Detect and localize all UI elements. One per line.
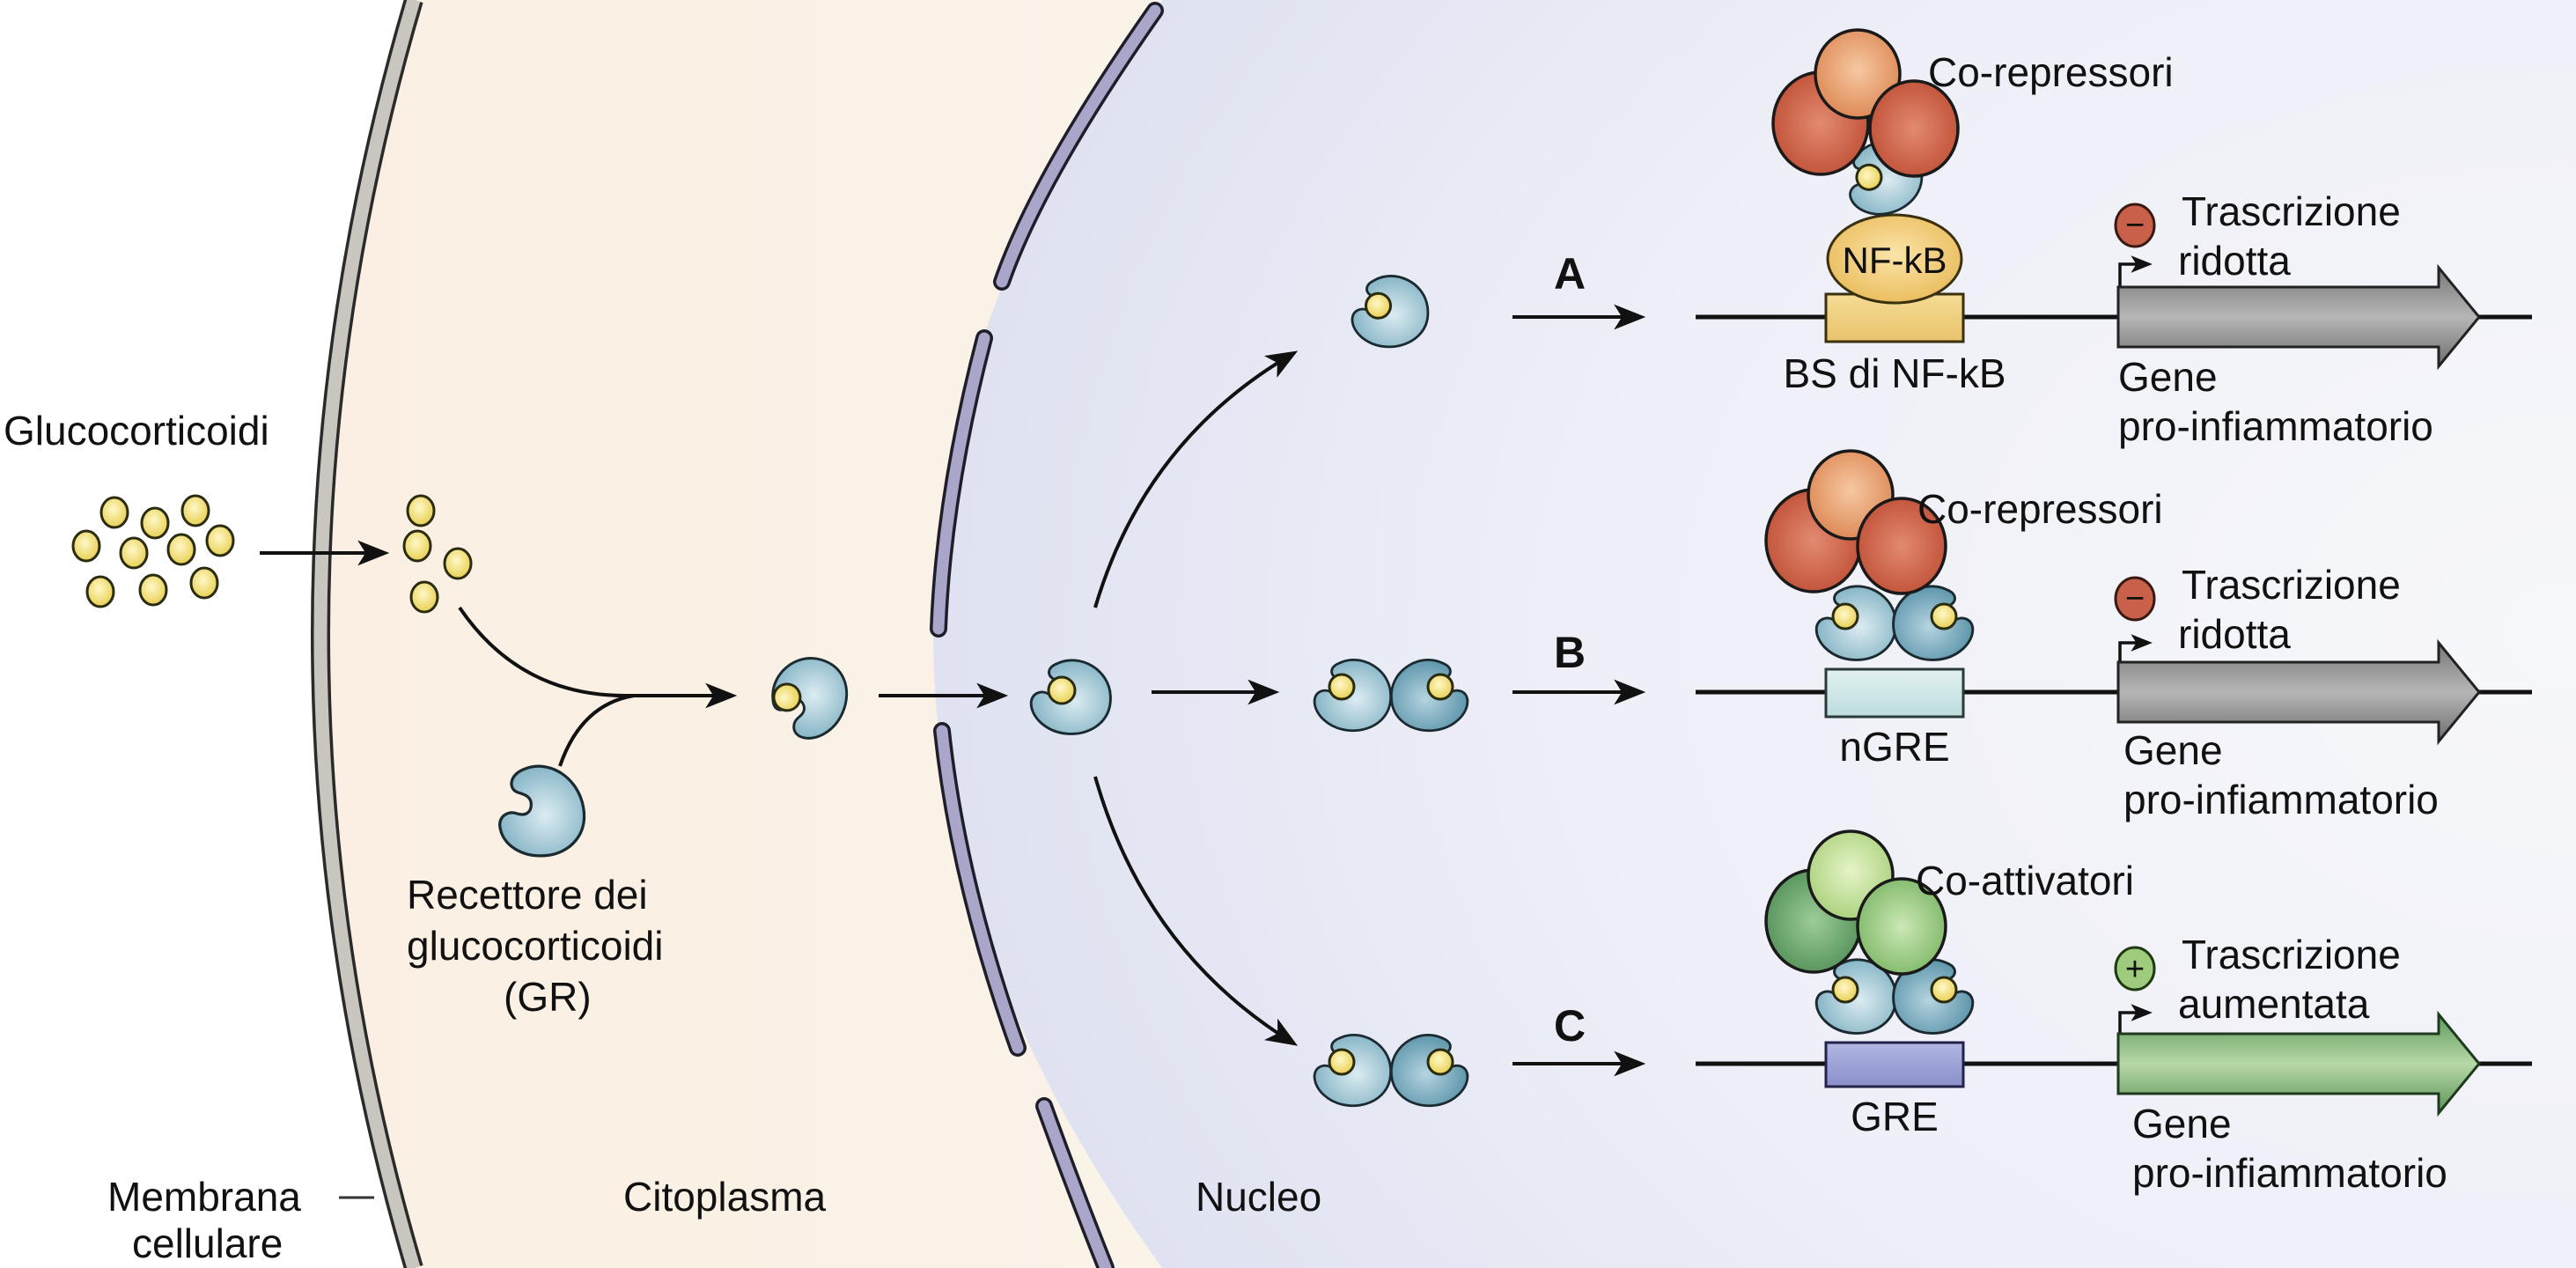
gene-promoter-arrow — [2118, 1004, 2153, 1041]
pro-inflammatory-gene — [2116, 263, 2481, 371]
gr-bound-to-nfkb — [1832, 128, 1934, 228]
gene-promoter-arrow — [2118, 634, 2153, 669]
gr-dimer-on-gre — [1814, 958, 1975, 1035]
glucocorticoid-molecule — [402, 529, 432, 563]
pro-inflammatory-gene — [2116, 638, 2481, 746]
membrane-label-line2: cellulare — [132, 1220, 283, 1266]
minus-badge: − — [2114, 576, 2156, 622]
branch-arrow-c — [1093, 776, 1299, 1046]
binding-site-label: BS di NF-kB — [1783, 350, 2006, 396]
corepressor-complex — [1771, 28, 1960, 178]
gr-dimer-on-ngre — [1814, 585, 1975, 661]
corepressor-subunit — [1856, 497, 1947, 595]
nuclear-envelope — [930, 2, 1164, 1268]
transcription-effect-label-line2: aumentata — [2178, 981, 2370, 1027]
gene-label: Gene — [2118, 354, 2218, 400]
corepressor-subunit — [1814, 28, 1902, 120]
pathway-c-dimer — [1313, 1033, 1469, 1108]
nucleus-label: Nucleo — [1196, 1174, 1321, 1220]
binding-site-label: nGRE — [1839, 724, 1949, 770]
cytoplasm-label: Citoplasma — [623, 1174, 827, 1220]
corepressor-subunit — [1868, 79, 1960, 178]
ligand-to-binding-curve — [458, 606, 626, 697]
glucocorticoid-molecule — [85, 575, 115, 608]
glucocorticoid-molecule — [409, 580, 439, 614]
transcription-effect-label: Trascrizione — [2182, 932, 2401, 977]
glucocorticoid-molecule — [119, 536, 149, 570]
plus-icon: + — [2125, 951, 2145, 988]
glucocorticoid-molecule — [180, 494, 210, 527]
gr-ligand-complex-cytoplasm — [759, 645, 859, 749]
gene-label-line2: pro-infiammatorio — [2118, 403, 2433, 449]
branch-arrow-a — [1093, 350, 1299, 608]
nfkb-protein — [1826, 213, 1963, 305]
receptor-label-line3: (GR) — [504, 974, 592, 1020]
glucocorticoid-molecule — [443, 547, 473, 580]
receptor-label-line2: glucocorticoidi — [407, 923, 663, 969]
pathway-a-label: A — [1554, 249, 1586, 299]
extracellular-glucocorticoids — [71, 494, 235, 608]
pathway-a-panel: NF-kB Co-repressori − Trascrizione ridot… — [1696, 28, 2532, 449]
transcription-effect-label: Trascrizione — [2182, 188, 2401, 234]
coactivators-label: Co-attivatori — [1916, 858, 2134, 903]
gene-promoter-arrow — [2118, 255, 2153, 294]
gr-ligand-complex-nucleus — [1029, 659, 1112, 735]
glucocorticoid-molecule — [99, 496, 129, 529]
corepressors-label: Co-repressori — [1917, 486, 2163, 532]
glucocorticoid-molecule — [205, 524, 235, 557]
binding-site-label: GRE — [1851, 1094, 1939, 1139]
glucocorticoid-molecule — [166, 533, 196, 566]
gene-label-line2: pro-infiammatorio — [2132, 1150, 2447, 1196]
glucocorticoids-label: Glucocorticoidi — [4, 408, 269, 453]
pro-inflammatory-gene-activated — [2116, 1010, 2481, 1117]
glucocorticoid-molecule — [140, 506, 170, 540]
gene-label: Gene — [2123, 727, 2223, 773]
gre-binding-site — [1824, 1041, 1965, 1088]
pathway-b-label: B — [1554, 628, 1586, 677]
ngre-binding-site — [1824, 667, 1965, 719]
glucocorticoid-molecule — [406, 494, 436, 527]
cell-membrane — [311, 0, 423, 1268]
receptor-label: Recettore dei — [407, 872, 648, 918]
coactivator-complex — [1764, 829, 1947, 976]
transcription-effect-label-line2: ridotta — [2178, 238, 2291, 284]
pathway-a-monomer — [1347, 271, 1432, 351]
gene-label: Gene — [2132, 1101, 2232, 1146]
corepressors-label: Co-repressori — [1928, 49, 2174, 95]
receptor-to-binding-curve — [558, 694, 635, 767]
glucocorticoid-molecule — [189, 566, 219, 600]
membrane-label: Membrana — [107, 1174, 301, 1220]
plus-badge: + — [2114, 946, 2156, 992]
corepressor-complex — [1764, 449, 1947, 595]
minus-icon: − — [2125, 207, 2145, 244]
coactivator-subunit — [1856, 877, 1947, 976]
nfkb-label: NF-kB — [1843, 240, 1947, 281]
pathway-b-panel: Co-repressori − Trascrizione ridotta nGR… — [1696, 449, 2532, 822]
transcription-effect-label-line2: ridotta — [2178, 611, 2291, 657]
minus-badge: − — [2114, 203, 2156, 248]
pathway-b-dimer — [1313, 658, 1469, 733]
glucocorticoid-molecule — [71, 529, 101, 563]
glucocorticoid-molecule — [138, 573, 168, 607]
intracellular-glucocorticoids — [402, 494, 473, 614]
minus-icon: − — [2125, 580, 2145, 617]
pathway-c-panel: Co-attivatori + Trascrizione aumentata G… — [1696, 829, 2532, 1196]
transcription-effect-label: Trascrizione — [2182, 562, 2401, 608]
gene-label-line2: pro-infiammatorio — [2123, 777, 2439, 822]
pathway-c-label: C — [1554, 1001, 1586, 1051]
